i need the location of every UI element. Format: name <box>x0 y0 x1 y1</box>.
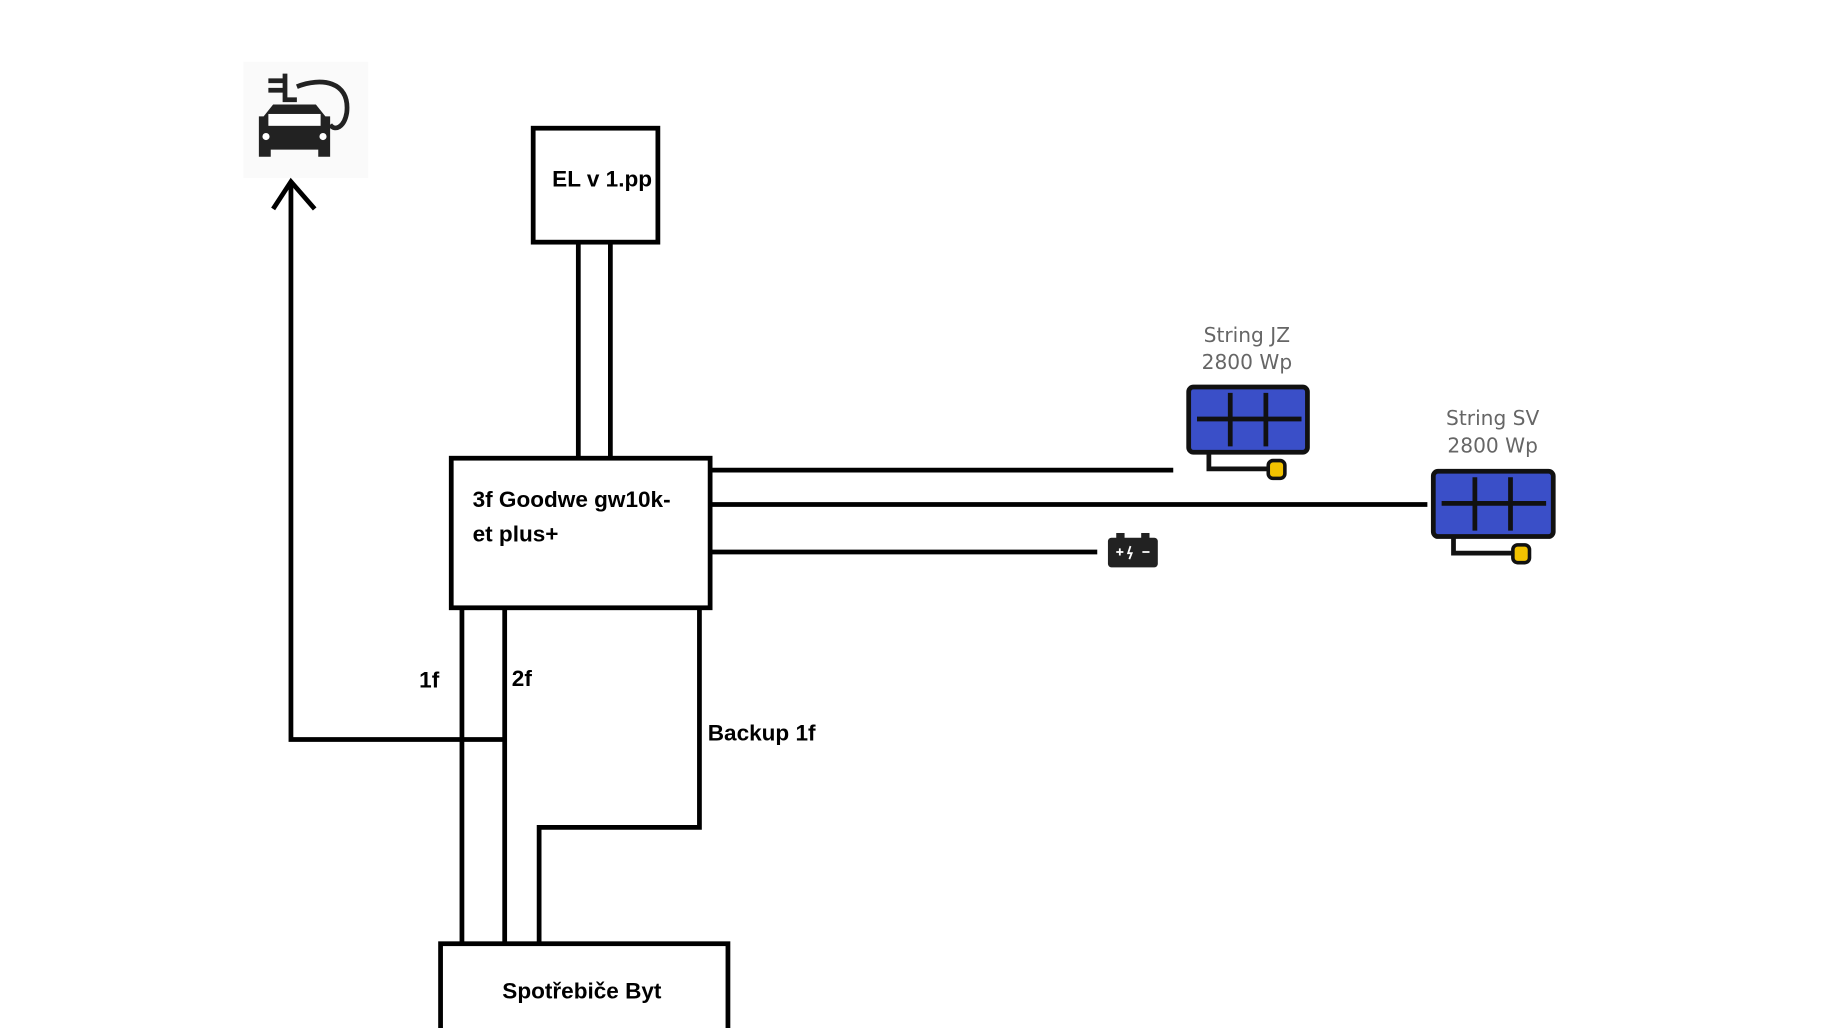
ev-arrow-line <box>288 183 505 742</box>
consumers-label: Spotřebiče Byt <box>502 978 662 1003</box>
string-jz-power: 2800 Wp <box>1202 350 1293 374</box>
inverter-label-1: 3f Goodwe gw10k- <box>473 487 671 512</box>
arrowhead-icon <box>271 177 317 211</box>
phase1-label: 1f <box>419 667 440 692</box>
backup-label: Backup 1f <box>708 721 816 746</box>
el-box <box>530 125 661 245</box>
solar-panel-icon <box>1186 384 1310 481</box>
el-wires <box>575 242 613 459</box>
inverter-box <box>448 455 713 611</box>
el-label: EL v 1.pp <box>552 166 652 191</box>
backup-wire <box>536 607 702 944</box>
string-sv-name: String SV <box>1446 406 1539 430</box>
string-sv-power: 2800 Wp <box>1447 433 1538 457</box>
solar-panel-icon <box>1430 468 1556 565</box>
battery-icon <box>1107 532 1158 568</box>
phase2-label: 2f <box>512 666 533 691</box>
ev-car-charger-icon <box>243 61 369 179</box>
string-jz-name: String JZ <box>1204 323 1290 347</box>
consumers-box <box>438 941 731 1028</box>
inverter-label-2: et plus+ <box>473 521 559 546</box>
